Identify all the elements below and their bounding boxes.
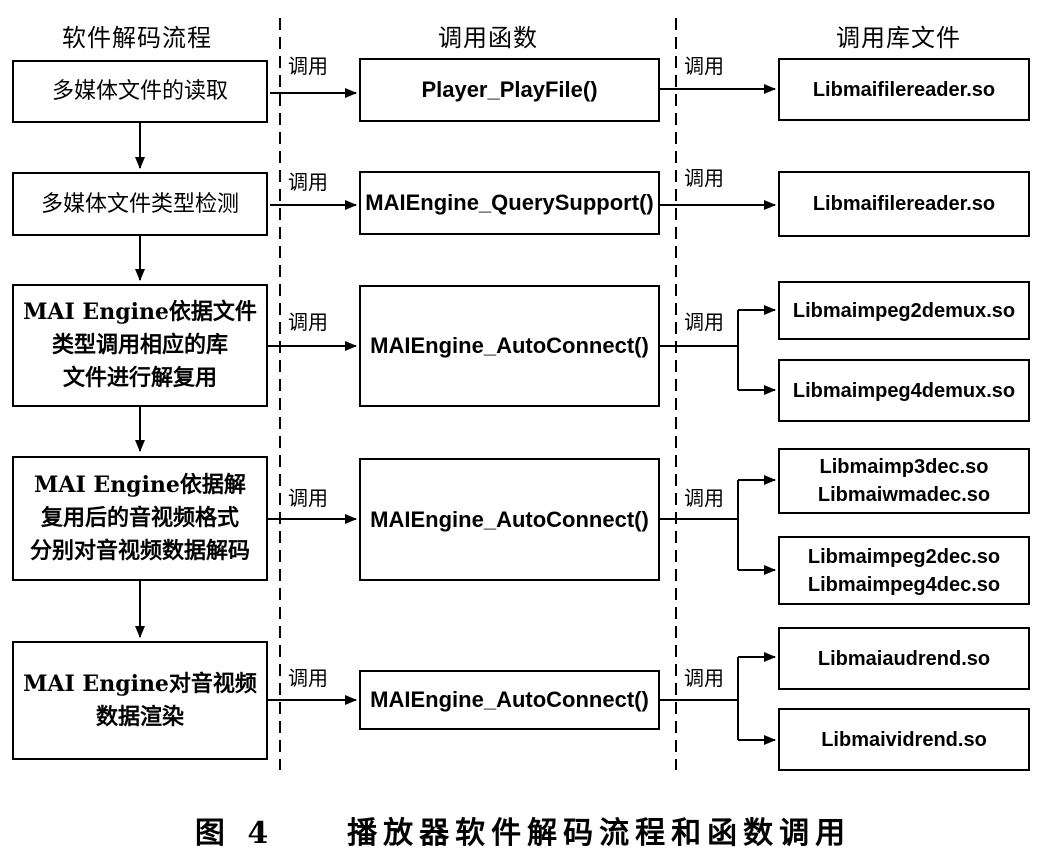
step-line: 复用后的音视频格式 (40, 505, 239, 531)
step-decode: MAI Engine依据解 复用后的音视频格式 分别对音视频数据解码 (12, 456, 268, 581)
step-type-detect: 多媒体文件类型检测 (12, 172, 268, 236)
step-line: 文件进行解复用 (62, 365, 217, 391)
call-label-4b: 调用 (684, 486, 724, 510)
library-name: Libmaimpeg2demux.so (792, 299, 1016, 322)
function-auto-connect-demux: MAIEngine_AutoConnect() (359, 285, 660, 407)
step-line: 多媒体文件类型检测 (40, 191, 239, 217)
function-player-playfile: Player_PlayFile() (359, 58, 660, 122)
library-name: Libmaimpeg4dec.so (807, 573, 1001, 596)
library-name: Libmaividrend.so (821, 728, 987, 751)
library-mpeg4demux: Libmaimpeg4demux.so (778, 359, 1030, 422)
step-line: 数据渲染 (95, 703, 184, 730)
library-name: Libmaiaudrend.so (817, 647, 991, 670)
library-name: Libmaimpeg4demux.so (792, 379, 1016, 402)
step-line: 类型调用相应的库 (51, 332, 228, 358)
library-filereader-2: Libmaifilereader.so (778, 171, 1030, 237)
library-name: Libmaifilereader.so (812, 193, 996, 215)
call-label-1a: 调用 (288, 54, 328, 78)
function-auto-connect-render: MAIEngine_AutoConnect() (359, 670, 660, 730)
library-name: Libmaifilereader.so (812, 78, 996, 101)
call-label-2a: 调用 (288, 170, 328, 194)
call-label-2b: 调用 (684, 166, 724, 190)
call-label-3b: 调用 (684, 310, 724, 334)
step-line: MAI Engine依据文件 (23, 299, 257, 325)
step-line: MAI Engine对音视频 (23, 670, 257, 697)
library-mpeg2demux: Libmaimpeg2demux.so (778, 281, 1030, 340)
header-libraries: 调用库文件 (836, 24, 961, 52)
step-line: 多媒体文件的读取 (51, 79, 228, 104)
library-vidrend: Libmaividrend.so (778, 708, 1030, 771)
step-read-file: 多媒体文件的读取 (12, 60, 268, 123)
call-label-5a: 调用 (288, 666, 328, 690)
library-filereader-1: Libmaifilereader.so (778, 58, 1030, 121)
library-audrend: Libmaiaudrend.so (778, 627, 1030, 690)
library-name: Libmaimpeg2dec.so (807, 545, 1001, 568)
library-name: Libmaimp3dec.so (819, 456, 989, 478)
step-demux: MAI Engine依据文件 类型调用相应的库 文件进行解复用 (12, 284, 268, 407)
library-audio-decoders: Libmaimp3dec.so Libmaiwmadec.so (778, 448, 1030, 514)
function-auto-connect-decode: MAIEngine_AutoConnect() (359, 458, 660, 581)
call-label-4a: 调用 (288, 486, 328, 510)
header-functions: 调用函数 (438, 24, 538, 52)
library-video-decoders: Libmaimpeg2dec.so Libmaimpeg4dec.so (778, 536, 1030, 605)
library-name: Libmaiwmadec.so (817, 484, 991, 506)
header-process: 软件解码流程 (62, 24, 212, 52)
call-label-3a: 调用 (288, 310, 328, 334)
figure-title: 播放器软件解码流程和函数调用 (347, 816, 852, 851)
step-line: 分别对音视频数据解码 (29, 538, 250, 564)
step-render: MAI Engine对音视频 数据渲染 (12, 641, 268, 760)
figure-number: 图 4 (194, 816, 275, 851)
figure-caption: 图 4 播放器软件解码流程和函数调用 (0, 808, 1046, 852)
function-query-support: MAIEngine_QuerySupport() (359, 171, 660, 235)
call-label-1b: 调用 (684, 54, 724, 78)
call-label-5b: 调用 (684, 666, 724, 690)
step-line: MAI Engine依据解 (34, 472, 246, 498)
